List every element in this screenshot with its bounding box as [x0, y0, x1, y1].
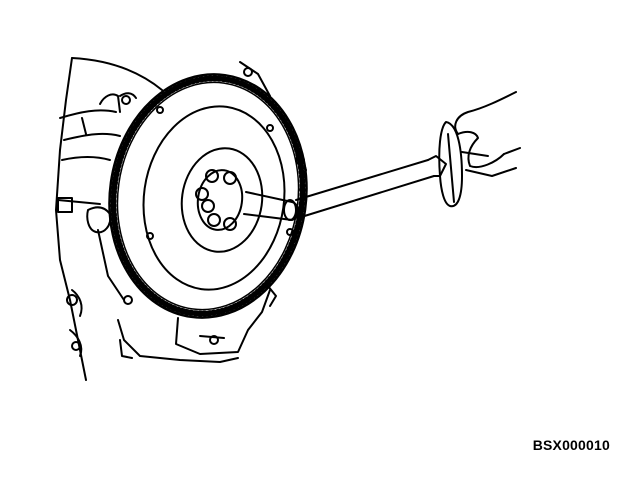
figure-code-label: BSX000010	[532, 437, 610, 453]
flywheel	[108, 73, 308, 319]
hand	[454, 91, 521, 177]
socket-wrench	[243, 121, 463, 221]
